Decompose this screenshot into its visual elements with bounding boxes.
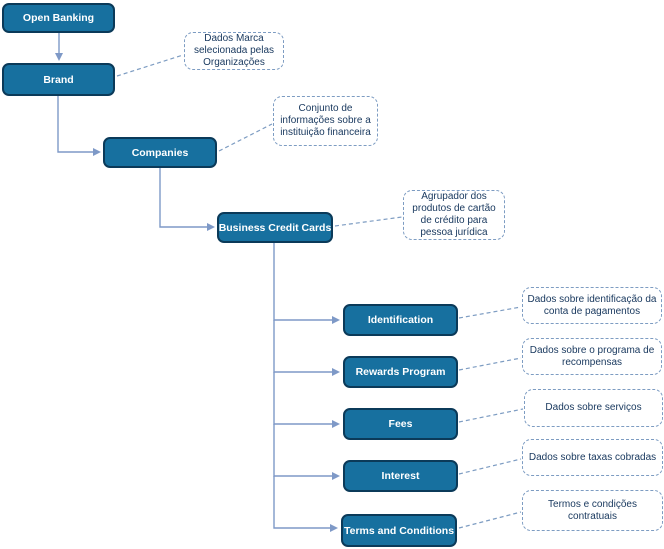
edge-bcc-interest [273,424,340,480]
callout-business-credit-cards-note: Agrupador dos produtos de cartão de créd… [403,190,505,240]
callout-brand-note: Dados Marca selecionada pelas Organizaçõ… [184,32,284,70]
callout-interest-note: Dados sobre taxas cobradas [522,439,663,476]
edge-bcc-fees [273,372,340,428]
edge-bcc-terms-and-conditions [273,476,338,532]
callout-companies-note: Conjunto de informações sobre a institui… [273,96,378,146]
edge-brand-companies [57,96,101,156]
node-companies: Companies [103,137,217,168]
node-open-banking: Open Banking [2,3,115,33]
link-brand-note [116,54,184,77]
link-terms-and-conditions-note [458,511,522,529]
node-brand: Brand [2,63,115,96]
node-fees: Fees [343,408,458,440]
link-companies-note [218,123,273,152]
link-business-credit-cards-note [334,216,403,227]
callout-terms-and-conditions-note: Termos e condições contratuais [522,490,663,531]
link-identification-note [458,306,522,319]
callout-rewards-program-note: Dados sobre o programa de recompensas [522,338,662,375]
node-terms-and-conditions: Terms and Conditions [341,514,457,547]
callout-fees-note: Dados sobre serviços [524,389,663,427]
link-rewards-program-note [458,357,522,371]
node-business-credit-cards: Business Credit Cards [217,212,333,243]
callout-identification-note: Dados sobre identificação da conta de pa… [522,287,662,324]
edge-bcc-identification [273,243,340,324]
link-fees-note [458,408,524,423]
node-rewards-program: Rewards Program [343,356,458,388]
link-interest-note [458,458,522,475]
node-identification: Identification [343,304,458,336]
edge-bcc-rewards-program [273,320,340,376]
edge-companies-business-credit-cards [159,168,215,231]
node-interest: Interest [343,460,458,492]
